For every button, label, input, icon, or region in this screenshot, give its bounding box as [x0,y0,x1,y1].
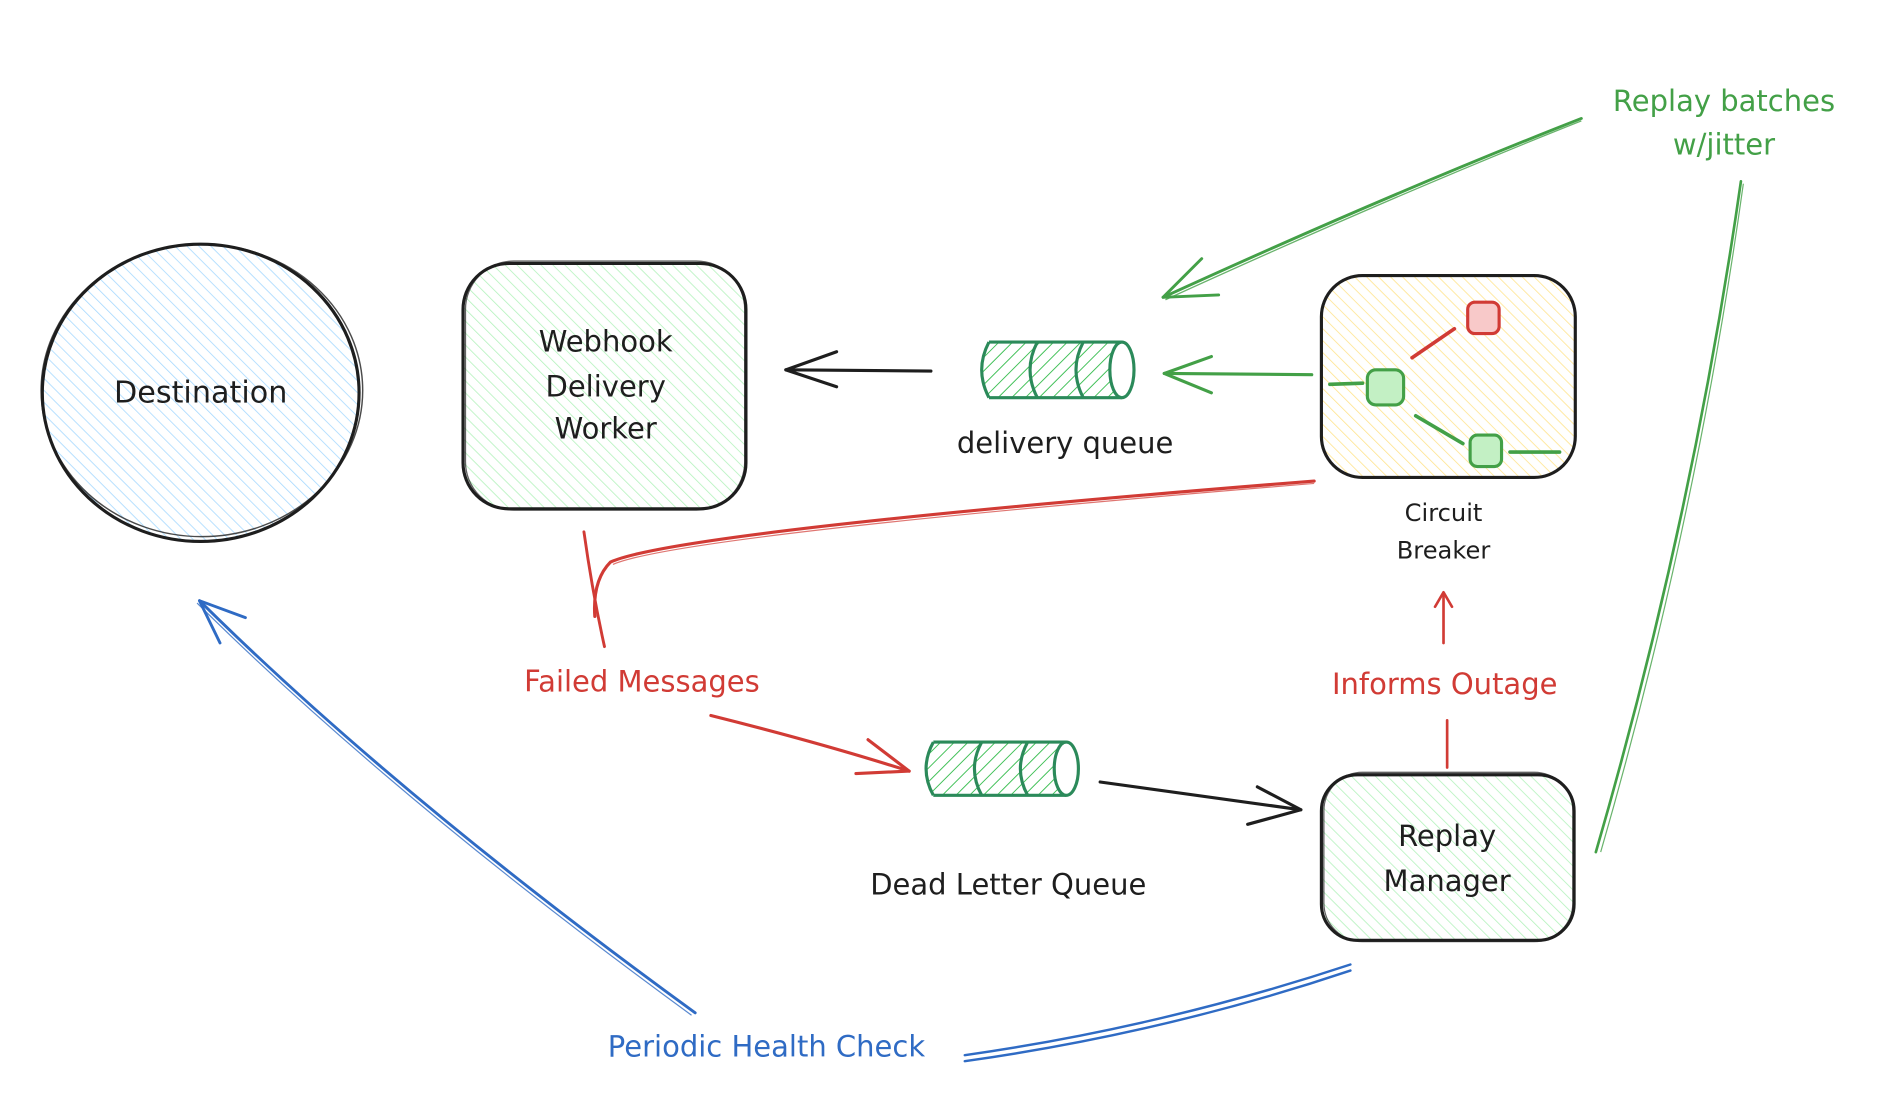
destination-node[interactable]: Destination [40,242,364,544]
replay-batches-label-line-2: w/jitter [1673,128,1775,162]
circuit-breaker-label-line-2: Breaker [1397,536,1491,564]
edge-queue-to-worker [784,350,933,389]
edge-replay-batches-to-queue [1161,116,1583,301]
worker-label-line-2: Delivery [545,369,665,403]
replay-manager-node[interactable]: Replay Manager [1319,771,1576,943]
circuit-breaker-node[interactable]: Circuit Breaker [1319,274,1577,565]
replay-manager-label-line-1: Replay [1398,819,1496,853]
worker-label-line-1: Webhook [539,325,673,359]
destination-label: Destination [114,375,287,410]
edge-breaker-to-queue [1162,354,1314,395]
edge-replay-manager-to-replay-label [1594,179,1744,854]
replay-batches-label-line-1: Replay batches [1613,84,1835,118]
edge-health-check [196,599,1352,1063]
circuit-breaker-label-line-1: Circuit [1405,499,1483,527]
dead-letter-queue-label: Dead Letter Queue [870,867,1146,901]
health-check-label: Periodic Health Check [608,1029,926,1063]
failed-messages-label: Failed Messages [524,664,760,698]
circuit-breaker-icon [1328,300,1562,469]
edge-failed-to-dlq [709,713,911,776]
replay-manager-label-line-2: Manager [1384,864,1511,898]
edge-replay-manager-to-breaker [1433,590,1454,769]
delivery-queue-label: delivery queue [957,426,1174,460]
dead-letter-queue-node[interactable]: Dead Letter Queue [870,740,1146,901]
edge-dlq-to-replay-manager [1098,780,1303,826]
delivery-queue-node[interactable]: delivery queue [957,340,1174,460]
informs-outage-label: Informs Outage [1332,667,1558,701]
edge-breaker-to-failed [582,479,1316,649]
worker-label-line-3: Worker [555,412,657,446]
webhook-delivery-worker-node[interactable]: Webhook Delivery Worker [461,260,748,511]
